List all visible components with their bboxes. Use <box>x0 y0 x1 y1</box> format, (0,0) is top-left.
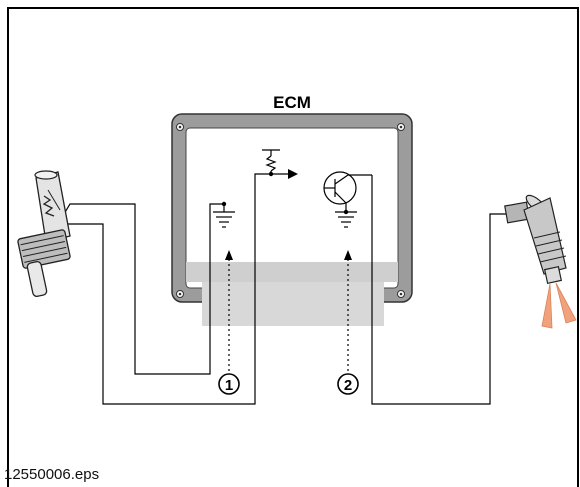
indicator-arrow-1 <box>225 250 233 371</box>
junction-dot <box>268 171 274 177</box>
screw-icon <box>176 290 184 298</box>
marker-1: 1 <box>218 373 240 395</box>
output-arrow-icon <box>288 169 298 179</box>
junction-dot <box>221 201 227 207</box>
ecm-housing <box>171 113 413 326</box>
pullup-resistor-symbol <box>262 149 288 175</box>
ground-symbol-1 <box>213 204 235 228</box>
ecm-label: ECM <box>273 93 311 112</box>
marker-2: 2 <box>337 373 359 395</box>
marker-2-label: 2 <box>344 377 352 394</box>
fuel-injector-icon <box>504 194 577 329</box>
wiring <box>63 173 510 405</box>
fuel-spray-icon <box>541 283 553 329</box>
screw-icon <box>176 123 184 131</box>
transistor-symbol <box>323 171 372 212</box>
junction-dot <box>343 209 349 215</box>
ground-symbol-2 <box>335 211 357 228</box>
screw-icon <box>397 290 405 298</box>
indicator-arrow-2 <box>344 250 352 371</box>
temperature-sensor-icon <box>17 170 71 297</box>
marker-1-label: 1 <box>225 377 233 394</box>
filename-caption: 12550006.eps <box>4 466 100 483</box>
screw-icon <box>397 123 405 131</box>
diagram-border <box>7 7 579 487</box>
